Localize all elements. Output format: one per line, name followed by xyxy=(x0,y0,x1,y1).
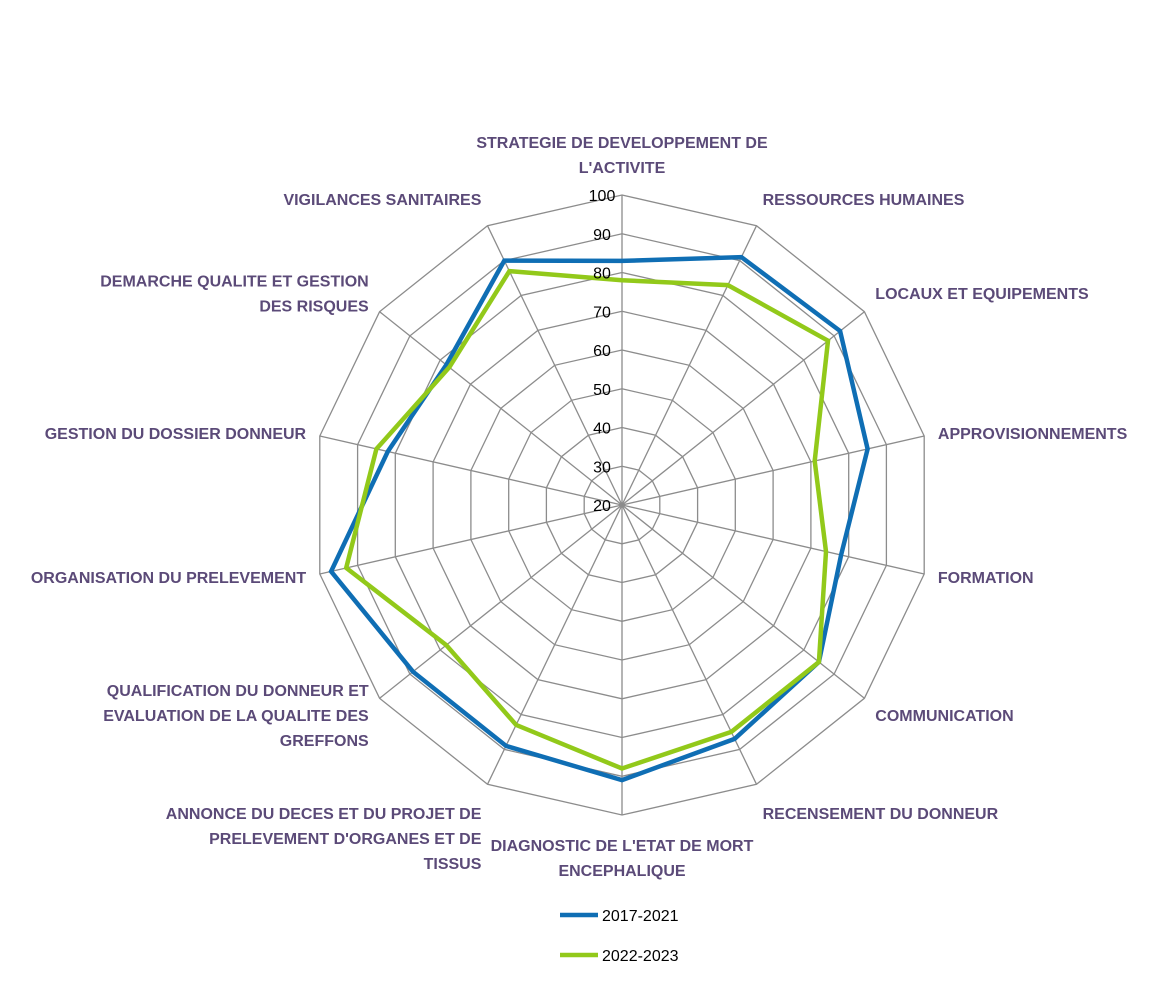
category-label-6: RECENSEMENT DU DONNEUR xyxy=(763,806,999,823)
tick-label-50: 50 xyxy=(593,382,611,399)
tick-label-70: 70 xyxy=(593,304,611,321)
grid-spoke-11 xyxy=(319,435,623,506)
category-label-2: LOCAUX ET EQUIPEMENTS xyxy=(875,286,1089,303)
grid-spoke-9 xyxy=(379,504,623,699)
category-label-13: VIGILANCES SANITAIRES xyxy=(283,192,481,209)
legend: 2017-2021 2022-2023 xyxy=(560,908,679,965)
grid-spoke-8 xyxy=(486,504,623,785)
tick-label-40: 40 xyxy=(593,421,611,438)
category-label-5: COMMUNICATION xyxy=(875,708,1013,725)
radar-series xyxy=(328,254,870,783)
category-label-3: APPROVISIONNEMENTS xyxy=(938,426,1128,443)
grid-spoke-12 xyxy=(379,311,623,506)
grid-spoke-3 xyxy=(621,435,925,506)
tick-label-60: 60 xyxy=(593,343,611,360)
tick-label-100: 100 xyxy=(589,188,616,205)
legend-label-2022-2023: 2022-2023 xyxy=(602,948,679,965)
category-label-10: ORGANISATION DU PRELEVEMENT xyxy=(31,570,307,587)
grid-spoke-4 xyxy=(621,504,925,575)
grid-spoke-2 xyxy=(621,311,865,506)
tick-label-20: 20 xyxy=(593,498,611,515)
grid-spoke-5 xyxy=(621,504,865,699)
radial-tick-labels: 20 30 40 50 60 70 80 90 100 xyxy=(589,188,616,515)
grid-spoke-6 xyxy=(621,504,758,785)
tick-label-30: 30 xyxy=(593,459,611,476)
grid-spoke-10 xyxy=(319,504,623,575)
category-label-11: GESTION DU DOSSIER DONNEUR xyxy=(45,426,307,443)
legend-label-2017-2021: 2017-2021 xyxy=(602,908,679,925)
grid-spoke-1 xyxy=(621,225,758,506)
tick-label-80: 80 xyxy=(593,266,611,283)
tick-label-90: 90 xyxy=(593,227,611,244)
series-line-2017-2021 xyxy=(328,254,870,783)
radar-grid xyxy=(319,194,925,816)
category-label-1: RESSOURCES HUMAINES xyxy=(763,192,965,209)
category-label-4: FORMATION xyxy=(938,570,1034,587)
